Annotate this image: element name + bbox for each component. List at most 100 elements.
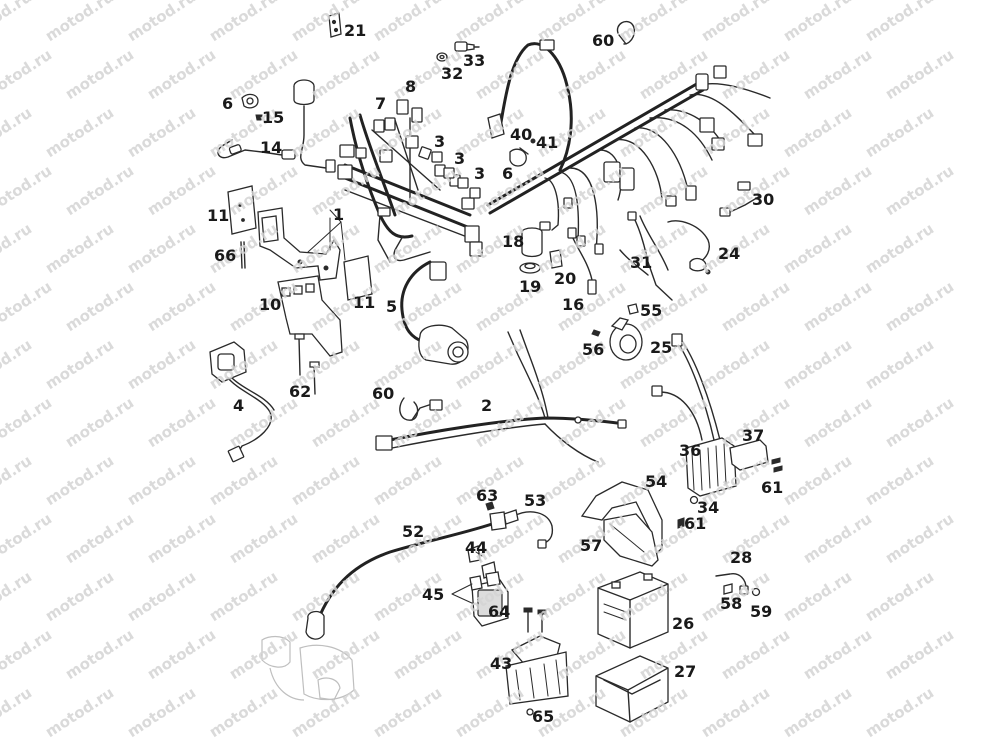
callout-1: 1 — [333, 205, 345, 224]
part-5-starter-relay — [400, 260, 469, 365]
callout-40: 40 — [510, 125, 533, 144]
callout-25: 25 — [650, 338, 673, 357]
callout-62: 62 — [289, 382, 312, 401]
part-4-switch — [209, 341, 275, 463]
callout-19: 19 — [519, 277, 542, 296]
part-14-sensor-lead — [217, 139, 296, 160]
part-15-screw — [255, 114, 263, 121]
callout-58: 58 — [720, 594, 743, 613]
part-53-cable — [503, 509, 554, 549]
part-24-sensor — [667, 220, 711, 275]
callout-43: 43 — [490, 654, 513, 673]
callout-57: 57 — [580, 536, 603, 555]
callout-18: 18 — [502, 232, 525, 251]
part-18-cap — [521, 227, 543, 258]
part-60-cable-tie-top — [616, 20, 636, 45]
part-64-bolts — [523, 607, 547, 633]
part-62-bolts — [294, 333, 320, 395]
callout-11-upper: 11 — [207, 206, 230, 225]
callout-8: 8 — [405, 77, 417, 96]
part-6-sensor-left — [241, 93, 259, 109]
leader-lines — [307, 209, 483, 605]
part-36-regulator-lead — [651, 333, 721, 441]
part-66-pin — [240, 241, 246, 269]
part-main-loom-right — [486, 65, 771, 255]
part-63-bolt — [485, 501, 495, 511]
part-32-washer — [436, 52, 448, 62]
callout-33: 33 — [463, 51, 486, 70]
callout-61a: 61 — [761, 478, 784, 497]
callout-10: 10 — [259, 295, 282, 314]
callout-44: 44 — [465, 538, 488, 557]
callout-56: 56 — [582, 340, 605, 359]
callout-5: 5 — [386, 297, 398, 316]
part-65-nuts — [526, 708, 542, 722]
part-60-cable-tie-lower — [399, 397, 419, 421]
part-33-pressure-switch — [454, 41, 480, 52]
callout-52: 52 — [402, 522, 425, 541]
callout-60: 60 — [592, 31, 615, 50]
callout-24: 24 — [718, 244, 741, 263]
callout-4: 4 — [233, 396, 245, 415]
part-28-lead — [715, 573, 749, 595]
callout-3a: 3 — [434, 132, 446, 151]
ghost-engine-outline — [261, 635, 355, 701]
part-37-cover — [729, 439, 769, 471]
callout-59: 59 — [750, 602, 773, 621]
callout-3b: 3 — [454, 149, 466, 168]
callout-7: 7 — [375, 94, 387, 113]
callout-54: 54 — [645, 472, 668, 491]
part-59-nut — [751, 587, 761, 597]
callout-53: 53 — [524, 491, 547, 510]
callout-11-lower: 11 — [353, 293, 376, 312]
part-25-horn — [609, 317, 643, 361]
callout-65: 65 — [532, 707, 555, 726]
part-8-connector — [396, 99, 423, 149]
part-45-relay — [469, 571, 509, 627]
part-ignition-coil — [293, 79, 336, 173]
part-55-nut — [627, 303, 639, 315]
part-upper-loop-cable — [487, 39, 573, 172]
part-16-sensor — [567, 227, 597, 295]
callout-31: 31 — [630, 253, 653, 272]
part-27-battery-box — [595, 655, 669, 723]
part-21-bracket — [328, 12, 342, 38]
part-7-connector — [373, 117, 396, 133]
callout-61b: 61 — [684, 514, 707, 533]
callout-37: 37 — [742, 426, 765, 445]
part-31-lead — [619, 211, 673, 301]
callout-34: 34 — [697, 498, 720, 517]
callout-21: 21 — [344, 21, 367, 40]
callout-32: 32 — [441, 64, 464, 83]
callout-60b: 60 — [372, 384, 395, 403]
part-1-main-harness — [337, 113, 483, 263]
callout-15: 15 — [262, 108, 285, 127]
callout-64: 64 — [488, 602, 511, 621]
callout-28: 28 — [730, 548, 753, 567]
part-57-tray — [603, 513, 659, 567]
callout-41: 41 — [536, 133, 559, 152]
part-30-lead — [719, 181, 761, 217]
part-mounting-bracket — [257, 207, 341, 281]
callout-2: 2 — [481, 396, 493, 415]
part-2-sub-harness — [375, 329, 627, 463]
callout-45: 45 — [422, 585, 445, 604]
part-20-plate — [549, 249, 563, 269]
callout-66: 66 — [214, 246, 237, 265]
callout-6: 6 — [222, 94, 234, 113]
part-10-holder-plate — [277, 275, 343, 357]
callout-63: 63 — [476, 486, 499, 505]
part-34-nut — [689, 495, 699, 505]
callout-6b: 6 — [502, 164, 514, 183]
part-36-regulator — [685, 437, 737, 497]
part-61-screws-right — [771, 457, 783, 473]
part-11-pad-upper — [227, 185, 257, 235]
callout-3c: 3 — [474, 164, 486, 183]
part-61-screw-lower — [677, 517, 685, 529]
part-52-cable — [305, 511, 507, 640]
part-40-clip — [519, 147, 529, 155]
part-56-bolt — [591, 329, 601, 337]
part-19-grommet — [519, 262, 541, 274]
part-58-terminal — [723, 583, 733, 595]
